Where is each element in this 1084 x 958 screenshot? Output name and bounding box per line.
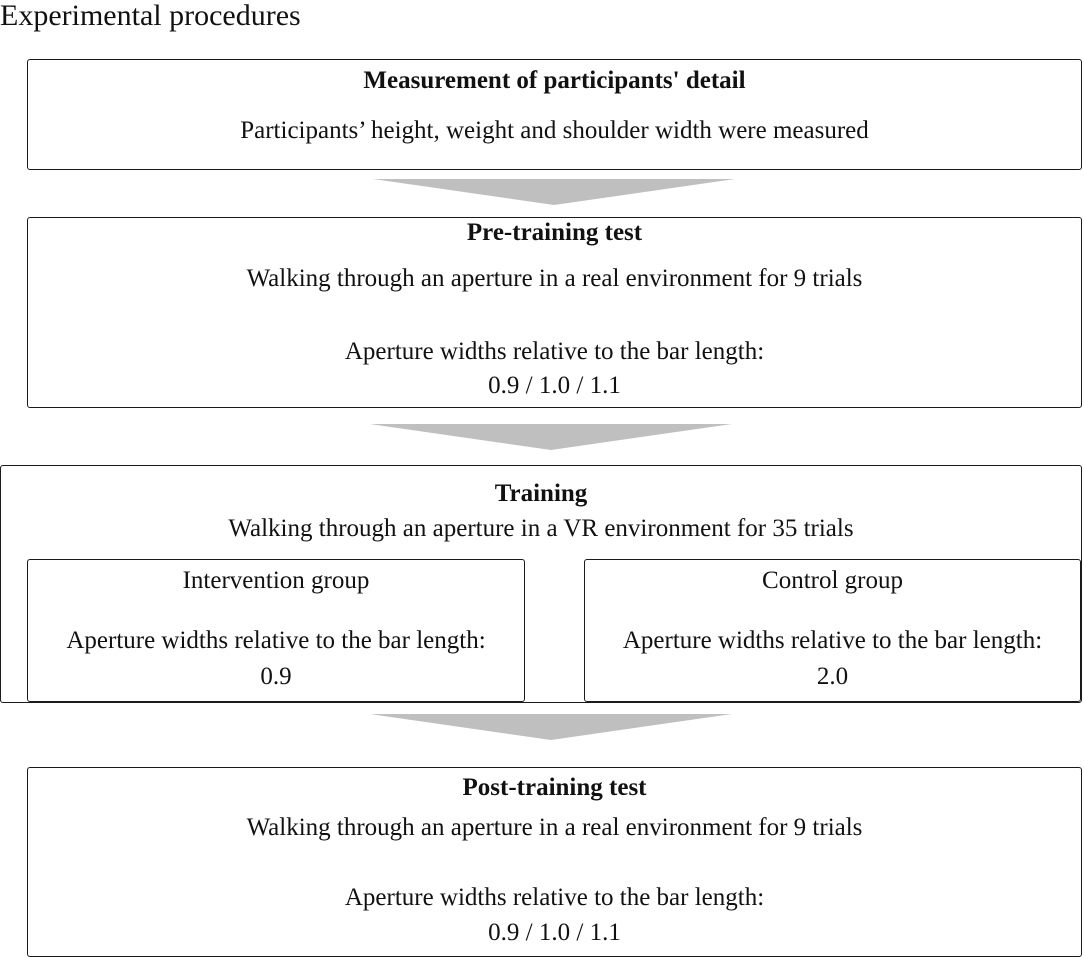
post-training-aperture-label: Aperture widths relative to the bar leng… — [344, 884, 765, 911]
intervention-group-name: Intervention group — [182, 567, 370, 594]
flow-arrow-2 — [370, 424, 732, 450]
post-training-box: Post-training test Walking through an ap… — [27, 767, 1082, 957]
intervention-group-aperture-value: 0.9 — [260, 663, 292, 690]
control-group-name: Control group — [762, 567, 903, 594]
control-group-box: Control group Aperture widths relative t… — [584, 559, 1081, 702]
intervention-group-aperture-label: Aperture widths relative to the bar leng… — [66, 627, 486, 654]
pre-training-aperture-label: Aperture widths relative to the bar leng… — [344, 338, 765, 365]
post-training-aperture-values: 0.9 / 1.0 / 1.1 — [488, 919, 621, 946]
pre-training-box: Pre-training test Walking through an ape… — [27, 217, 1082, 408]
intervention-group-box: Intervention group Aperture widths relat… — [27, 559, 525, 702]
pre-training-description: Walking through an aperture in a real en… — [246, 265, 863, 292]
control-group-aperture-label: Aperture widths relative to the bar leng… — [622, 627, 1043, 654]
post-training-description: Walking through an aperture in a real en… — [246, 814, 863, 841]
flow-arrow-3 — [370, 714, 732, 740]
measurement-description: Participants’ height, weight and shoulde… — [240, 117, 869, 144]
control-group-aperture-value: 2.0 — [816, 663, 849, 690]
training-title: Training — [494, 480, 588, 507]
pre-training-aperture-values: 0.9 / 1.0 / 1.1 — [488, 372, 621, 399]
pre-training-title: Pre-training test — [466, 219, 643, 246]
measurement-title: Measurement of participants' detail — [363, 67, 746, 94]
post-training-title: Post-training test — [462, 774, 647, 801]
training-description: Walking through an aperture in a VR envi… — [228, 515, 854, 542]
diagram-heading: Experimental procedures — [0, 0, 301, 32]
training-box: Training Walking through an aperture in … — [0, 465, 1082, 703]
measurement-box: Measurement of participants' detail Part… — [27, 59, 1082, 170]
flow-arrow-1 — [373, 179, 735, 205]
